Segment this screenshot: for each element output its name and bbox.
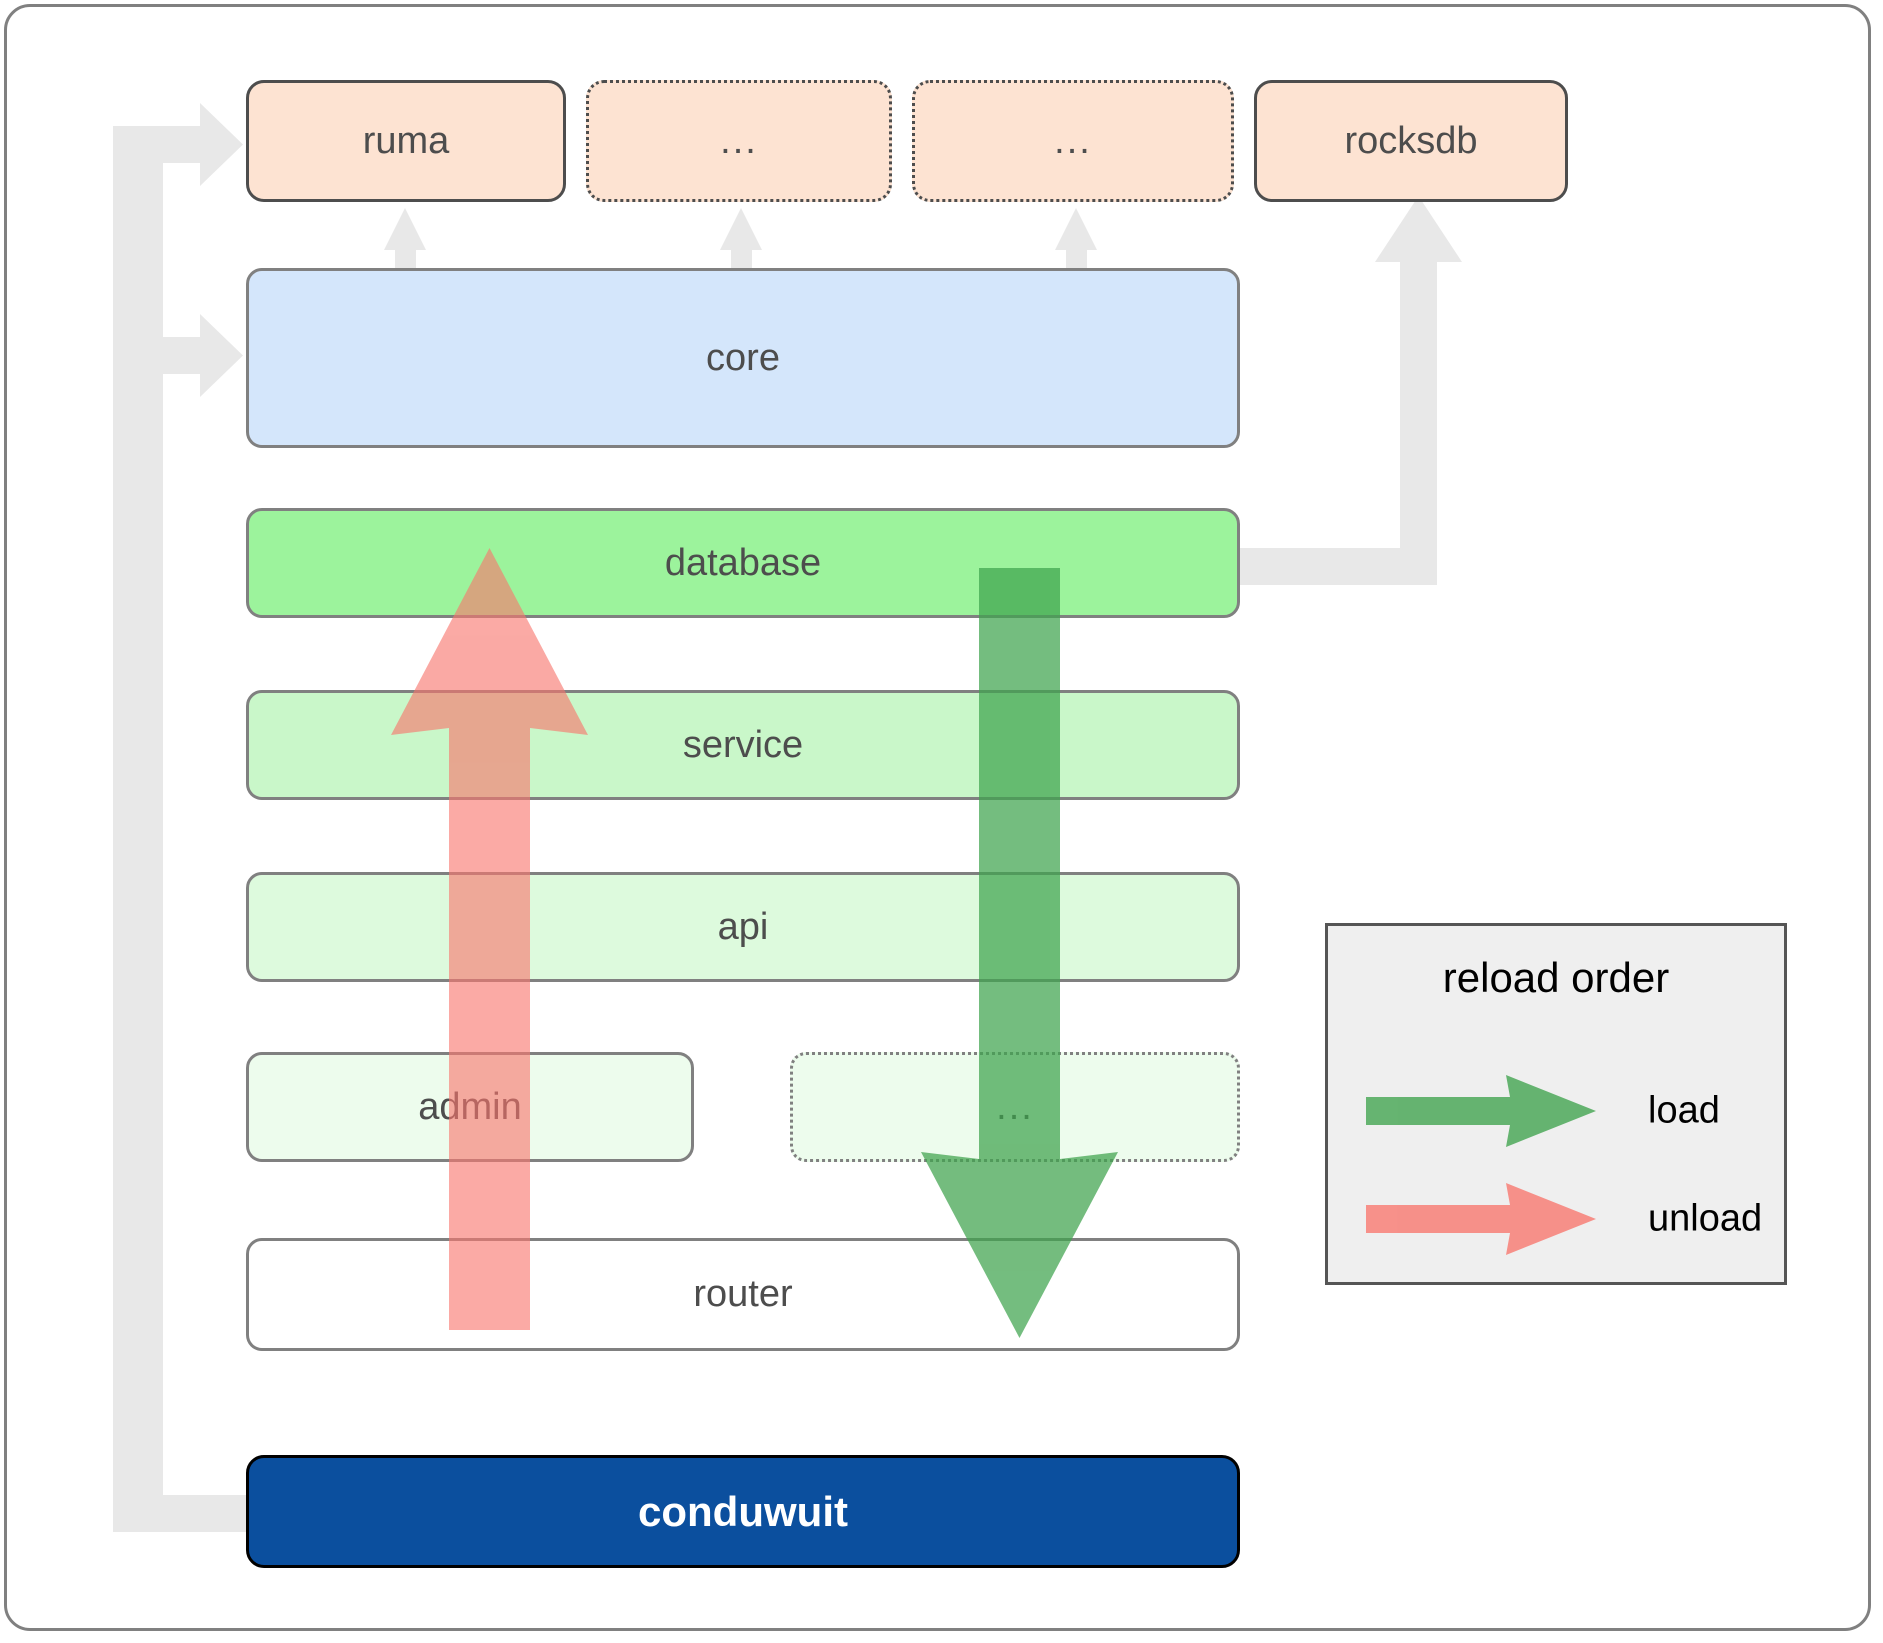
- node-dependency-ellipsis-1-label: ...: [720, 119, 758, 162]
- node-service[interactable]: service: [246, 690, 1240, 800]
- legend-title: reload order: [1442, 954, 1670, 1001]
- node-leaf-ellipsis[interactable]: ...: [790, 1052, 1240, 1162]
- node-admin[interactable]: admin: [246, 1052, 694, 1162]
- node-dependency-ellipsis-2[interactable]: ...: [912, 80, 1234, 202]
- node-rocksdb[interactable]: rocksdb: [1254, 80, 1568, 202]
- node-database[interactable]: database: [246, 508, 1240, 618]
- node-database-label: database: [664, 541, 822, 584]
- unload-legend-arrow-icon: [1366, 1183, 1596, 1255]
- legend-row-unload: unload: [1328, 1174, 1784, 1264]
- load-legend-arrow-icon: [1366, 1075, 1596, 1147]
- node-ruma[interactable]: ruma: [246, 80, 566, 202]
- node-ruma-label: ruma: [362, 119, 450, 162]
- node-api-label: api: [717, 905, 769, 948]
- diagram-frame: [4, 4, 1871, 1631]
- legend-label-unload: unload: [1648, 1197, 1763, 1240]
- node-service-label: service: [682, 723, 804, 766]
- legend-panel: reload order load unload: [1325, 923, 1787, 1285]
- node-conduwuit-label: conduwuit: [638, 1487, 848, 1535]
- node-leaf-ellipsis-label: ...: [996, 1085, 1034, 1128]
- node-conduwuit[interactable]: conduwuit: [246, 1455, 1240, 1568]
- node-router-label: router: [693, 1273, 793, 1315]
- node-router[interactable]: router: [246, 1238, 1240, 1351]
- legend-label-load: load: [1648, 1089, 1720, 1132]
- node-rocksdb-label: rocksdb: [1344, 119, 1478, 162]
- node-core[interactable]: core: [246, 268, 1240, 448]
- node-admin-label: admin: [418, 1085, 522, 1128]
- node-dependency-ellipsis-1[interactable]: ...: [586, 80, 892, 202]
- node-core-label: core: [706, 336, 780, 379]
- node-dependency-ellipsis-2-label: ...: [1054, 119, 1092, 162]
- node-api[interactable]: api: [246, 872, 1240, 982]
- legend-row-load: load: [1328, 1066, 1784, 1156]
